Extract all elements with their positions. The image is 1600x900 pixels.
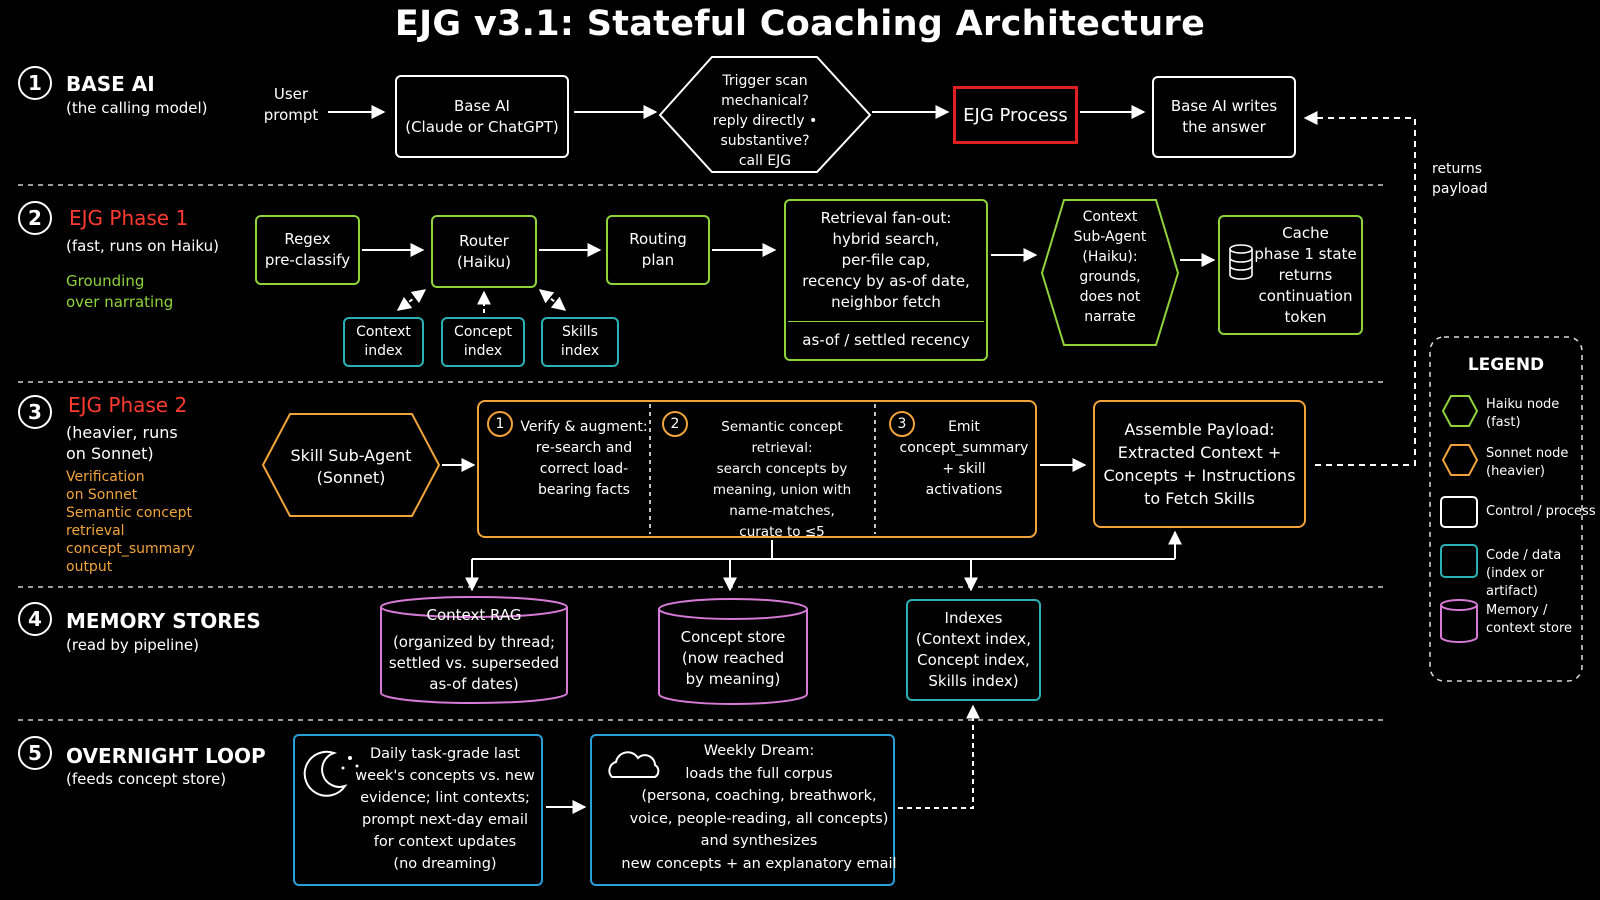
cloud-icon-shape xyxy=(608,751,660,778)
indexes-box: Indexes (Context index, Concept index, S… xyxy=(906,599,1041,701)
user-prompt-label: User prompt xyxy=(263,85,319,124)
step2-circle xyxy=(662,411,688,437)
legend-code-label: Code / data (index or artifact) xyxy=(1486,548,1562,599)
context-rag-body: (organized by thread; settled vs. supers… xyxy=(388,633,560,693)
legend-haiku-swatch xyxy=(1441,395,1479,427)
section-1-subtitle: (the calling model) xyxy=(66,99,208,117)
step2-number: 2 xyxy=(670,416,680,432)
daily-task-text: Daily task-grade last week's concepts vs… xyxy=(355,746,535,872)
step3-emit-summary: Emit concept_summary + skill activations xyxy=(899,419,1029,498)
legend-title: LEGEND xyxy=(1467,355,1545,375)
context-rag-cylinder xyxy=(380,596,568,704)
database-icon xyxy=(1229,244,1253,280)
ejg-process-box: EJG Process xyxy=(953,86,1078,144)
concept-store-cylinder xyxy=(658,598,808,705)
routing-plan-box: Routing plan xyxy=(606,215,710,285)
arrow-skills-index-router xyxy=(538,289,567,311)
trigger-scan-node xyxy=(658,56,872,173)
regex-preclassify-box: Regex pre-classify xyxy=(255,215,360,285)
weekly-dream-box xyxy=(590,734,895,886)
legend-control-label: Control / process xyxy=(1486,504,1596,519)
returns-payload-label: returns payload xyxy=(1432,161,1488,197)
section-5-subtitle: (feeds concept store) xyxy=(66,770,227,788)
step1-number: 1 xyxy=(495,416,505,432)
phase2-steps-box xyxy=(477,400,1037,538)
section-3-note: Verification on Sonnet Semantic concept … xyxy=(66,469,195,575)
skill-subagent-label: Skill Sub-Agent (Sonnet) xyxy=(290,446,412,487)
section-2-note: Grounding over narrating xyxy=(66,272,174,311)
legend-sonnet-label: Sonnet node (heavier) xyxy=(1486,446,1569,479)
section-2-number: 2 xyxy=(18,201,52,235)
step3-number: 3 xyxy=(897,416,907,432)
context-subagent-node xyxy=(1040,199,1180,346)
section-2-subtitle: (fast, runs on Haiku) xyxy=(66,237,219,255)
retrieval-fanout-text: Retrieval fan-out: hybrid search, per-fi… xyxy=(802,209,970,311)
section-5-title: OVERNIGHT LOOP xyxy=(66,744,266,768)
base-ai-writes-box: Base AI writes the answer xyxy=(1152,76,1296,158)
legend-code-swatch xyxy=(1440,544,1478,578)
step3-circle xyxy=(889,411,915,437)
section-3-number: 3 xyxy=(18,395,52,429)
section-dividers xyxy=(18,184,1385,721)
context-rag-title: Context RAG xyxy=(426,606,522,624)
weekly-dream-text: Weekly Dream: loads the full corpus (per… xyxy=(621,743,897,872)
section-5-number: 5 xyxy=(18,736,52,770)
legend-haiku-label: Haiku node (fast) xyxy=(1486,397,1560,430)
skill-subagent-node xyxy=(261,413,441,517)
moon-icon-shape xyxy=(303,750,348,797)
section-1-number: 1 xyxy=(18,66,52,100)
context-subagent-label: Context Sub-Agent (Haiku): grounds, does… xyxy=(1073,209,1147,325)
daily-task-box xyxy=(293,734,543,886)
legend-box xyxy=(1429,336,1583,682)
section-1-title: BASE AI xyxy=(66,72,155,96)
legend-control-swatch xyxy=(1440,496,1478,528)
legend-memory-label: Memory / context store xyxy=(1486,603,1573,636)
section-4-title: MEMORY STORES xyxy=(66,609,261,633)
legend-sonnet-swatch xyxy=(1441,444,1479,476)
arrow-context-index-router xyxy=(396,289,427,311)
cache-box: Cache phase 1 state returns continuation… xyxy=(1218,215,1363,335)
step-number-circles xyxy=(487,411,915,437)
context-index-box: Context index xyxy=(343,317,424,367)
arrow-returns-payload xyxy=(1303,111,1416,466)
section-4-number: 4 xyxy=(18,602,52,636)
router-haiku-box: Router (Haiku) xyxy=(431,215,537,288)
arrow-weekly-to-indexes xyxy=(898,704,980,809)
trigger-scan-label: Trigger scan mechanical? reply directly … xyxy=(712,73,818,169)
page-title: EJG v3.1: Stateful Coaching Architecture xyxy=(394,4,1206,44)
memory-cylinders xyxy=(380,596,808,705)
section-3-subtitle: (heavier, runs on Sonnet) xyxy=(66,423,178,463)
step-dividers xyxy=(649,404,876,534)
section-3-title: EJG Phase 2 xyxy=(68,393,188,417)
section-4-subtitle: (read by pipeline) xyxy=(66,636,199,654)
concept-store-label: Concept store (now reached by meaning) xyxy=(680,628,786,688)
legend-memory-swatch xyxy=(1440,599,1478,643)
fanout-footer: as-of / settled recency xyxy=(788,321,984,351)
step2-semantic-retrieval: Semantic concept retrieval: search conce… xyxy=(712,419,852,540)
retrieval-fanout-box: Retrieval fan-out: hybrid search, per-fi… xyxy=(784,199,988,361)
skills-index-box: Skills index xyxy=(541,317,619,367)
step1-verify-augment: Verify & augment: re-search and correct … xyxy=(520,419,648,498)
base-ai-box: Base AI (Claude or ChatGPT) xyxy=(395,75,569,158)
step1-circle xyxy=(487,411,513,437)
stars-icon xyxy=(341,756,359,770)
concept-index-box: Concept index xyxy=(441,317,525,367)
assemble-payload-box: Assemble Payload: Extracted Context + Co… xyxy=(1093,400,1306,528)
section-2-title: EJG Phase 1 xyxy=(69,206,189,230)
